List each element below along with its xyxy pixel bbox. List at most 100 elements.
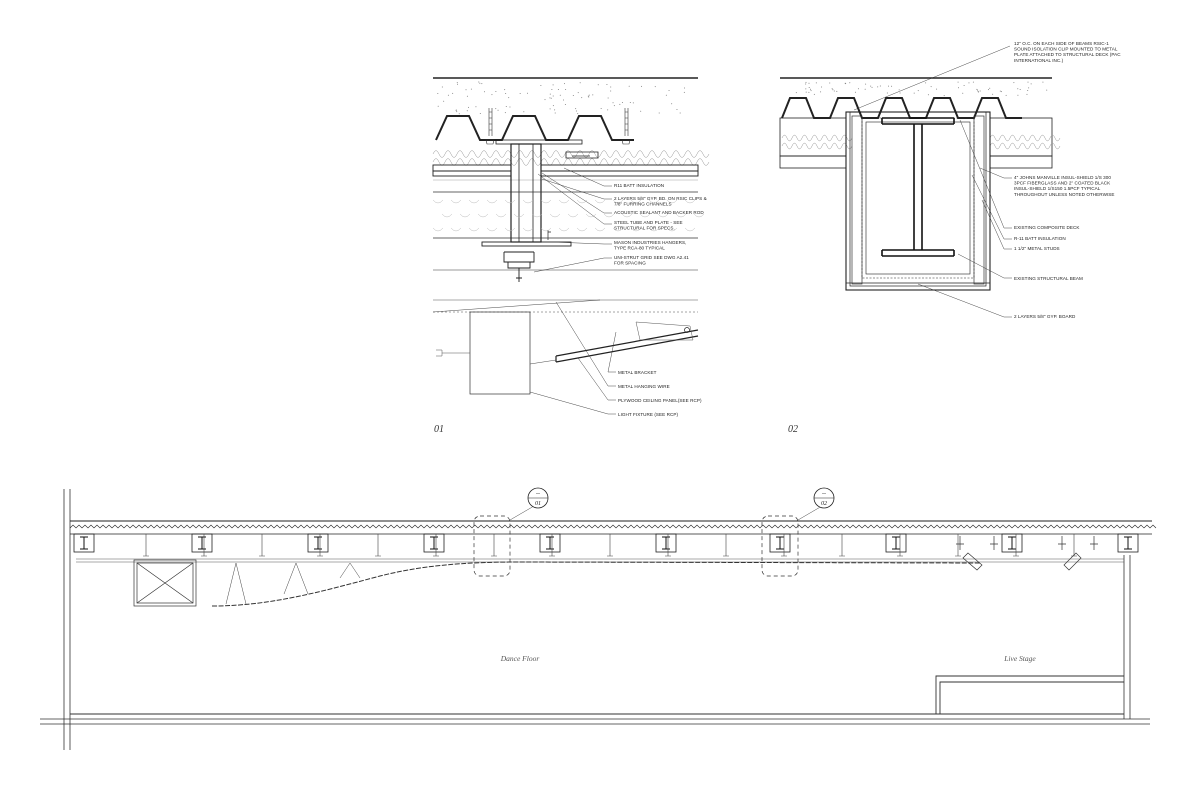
gyp-board-layers — [432, 164, 699, 181]
note-line: LIGHT FIXTURE (SEE RCP) — [618, 412, 678, 417]
note-line: ACOUSTIC SEALANT AND BACKER ROD — [614, 210, 704, 215]
section-bubble-02: -- 02 — [813, 487, 835, 509]
note-line: 2 LAYERS 5/8" GYP. BD. ON RSIC CLIPS & — [614, 196, 707, 201]
note-line: 1 1/2" METAL STUDS — [1014, 246, 1060, 251]
roof-beam — [539, 533, 561, 553]
leaders-02 — [853, 45, 1012, 318]
roof-beam — [1001, 533, 1023, 553]
leaders-01 — [533, 167, 612, 273]
hanger — [259, 534, 265, 557]
note-line: FOR SPACING — [614, 261, 646, 266]
note-line: PLATE ATTACHED TO STRUCTURAL DECK (PAC — [1014, 52, 1121, 57]
side-insulation — [779, 117, 1053, 169]
hanger — [491, 534, 497, 557]
roof-deck — [69, 520, 1157, 535]
ceiling-hangers — [143, 534, 1077, 557]
metal-bracket — [684, 327, 690, 333]
note-line: 3PCF FIBERGLASS AND 2" COATED BLACK — [1014, 181, 1111, 186]
bubble-02-top: -- — [822, 491, 826, 497]
roof-beam — [885, 533, 907, 553]
steel-tube — [481, 143, 572, 247]
rsic-clip — [565, 151, 599, 159]
roof-beam — [307, 533, 329, 553]
anchor-bolts — [485, 108, 631, 145]
hanger — [433, 534, 439, 557]
roof-beams — [73, 533, 1139, 553]
hanger — [723, 534, 729, 557]
note-line: EXISTING STRUCTURAL BEAM — [1014, 276, 1083, 281]
note-line: R11 BATT INSULATION — [614, 183, 664, 188]
hanger — [781, 534, 787, 557]
bubble-02-bottom: 02 — [821, 501, 827, 507]
bubble-01-bottom: 01 — [535, 501, 541, 507]
note-line: TYPE RCA-80 TYPICAL — [614, 246, 665, 251]
hanger — [549, 534, 555, 557]
callout-cloud-02 — [761, 515, 799, 577]
note-line: PLYWOOD CEILING PANEL(SEE RCP) — [618, 398, 702, 403]
note-line: INTERNATIONAL INC.) — [1014, 58, 1064, 63]
room-label-dance-floor: Dance Floor — [500, 654, 540, 663]
note-line: INSUL-SHIELD 1/S150 1.5PCF TYPICAL — [1014, 186, 1101, 191]
note-line: MASON INDUSTRIES HANGERS, — [614, 240, 686, 245]
note-line: 7/8" FURRING CHANNELS — [614, 202, 672, 207]
roof-beam — [191, 533, 213, 553]
hanger — [607, 534, 613, 557]
hanger — [665, 534, 671, 557]
concrete-fill — [437, 81, 685, 115]
hanger — [317, 534, 323, 557]
roof-beam — [423, 533, 445, 553]
hanger — [897, 534, 903, 557]
duct-box — [133, 559, 197, 607]
detail-tag-02: 02 — [788, 424, 798, 435]
hanger — [143, 534, 149, 557]
batt-insulation — [781, 134, 1061, 150]
composite-deck — [435, 115, 634, 141]
callout-cloud-01 — [473, 515, 511, 577]
detail-01-upper: R11 BATT INSULATION 2 LAYERS 5/8" GYP. BD… — [432, 77, 710, 282]
detail-01-lower: METAL BRACKET METAL HANGING WIRE PLYWOOD C… — [432, 299, 702, 435]
note-line: STRUCTURAL FOR SPECS. — [614, 226, 675, 231]
light-fixture — [469, 311, 531, 395]
detail-02: 12" O.C. ON EACH SIDE OF BEAMS RSIC-1SOU… — [779, 41, 1121, 435]
note-line: R-11 BATT INSULATION — [1014, 236, 1066, 241]
concrete-fill — [795, 81, 1048, 97]
plywood-ceiling-panel — [555, 329, 699, 363]
note-line: METAL BRACKET — [618, 370, 657, 375]
beam-enclosure — [845, 111, 991, 291]
note-line: STEEL TUBE AND PLATE - SEE — [614, 220, 683, 225]
room-label-live-stage: Live Stage — [1003, 654, 1036, 663]
note-line: METAL HANGING WIRE — [618, 384, 670, 389]
hanger — [201, 534, 207, 557]
section-bubble-01: -- 01 — [527, 487, 549, 509]
stage-lights — [956, 536, 1098, 571]
detail-tag-01: 01 — [434, 424, 444, 435]
lower-ceiling-lines — [433, 191, 698, 271]
notes-02: 12" O.C. ON EACH SIDE OF BEAMS RSIC-1SOU… — [1014, 41, 1121, 319]
note-line: 4" JOHNS MANVILLE INSUL-SHIELD 1/S 300 — [1014, 175, 1111, 180]
top-plate — [495, 139, 583, 145]
roof-beam — [769, 533, 791, 553]
bubble-01-top: -- — [536, 491, 540, 497]
light-cones — [225, 562, 361, 605]
note-line: EXISTING COMPOSITE DECK — [1014, 225, 1080, 230]
hanger — [955, 534, 961, 557]
hanger — [375, 534, 381, 557]
note-line: SOUND ISOLATION CLIP MOUNTED TO METAL — [1014, 47, 1118, 52]
building-section: -- 01 -- 02 Dance Floor Live Stage — [40, 487, 1157, 750]
metal-studs — [851, 115, 985, 285]
note-line: 2 LAYERS 5/8" GYP. BOARD — [1014, 314, 1076, 319]
curved-plywood-ceiling — [211, 561, 981, 607]
roof-beam — [1117, 533, 1139, 553]
stage-platform — [935, 675, 1124, 714]
structural-beam — [881, 117, 955, 257]
cavity-hatch — [432, 199, 705, 232]
hanger — [839, 534, 845, 557]
note-line: 12" O.C. ON EACH SIDE OF BEAMS RSIC-1 — [1014, 41, 1109, 46]
roof-beam — [73, 533, 95, 553]
note-line: UNI-STRUT GRID SEE DWG A2.41 — [614, 255, 689, 260]
note-line: THROUGHOUT UNLESS NOTED OTHERWISE — [1014, 192, 1115, 197]
roof-beam — [655, 533, 677, 553]
unistrut — [503, 251, 535, 282]
notes-01-lower: METAL BRACKET METAL HANGING WIRE PLYWOOD C… — [618, 370, 702, 417]
